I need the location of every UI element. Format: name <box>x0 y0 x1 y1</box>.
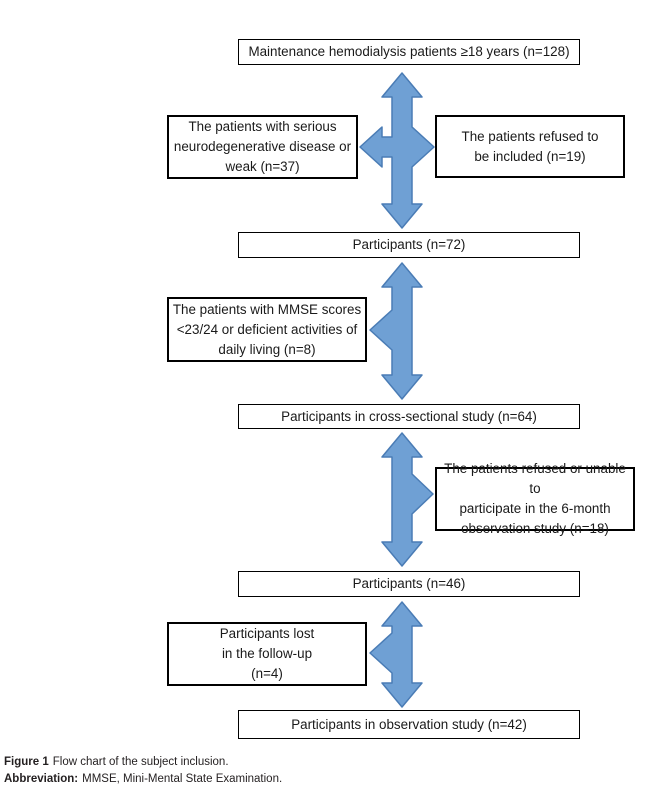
flow-node-refused-inclusion: The patients refused to be included (n=1… <box>435 115 625 178</box>
abbreviation-line: Abbreviation:MMSE, Mini-Mental State Exa… <box>4 771 282 786</box>
flow-node-excluded-mmse: The patients with MMSE scores <23/24 or … <box>167 297 367 362</box>
abbreviation-label: Abbreviation: <box>4 773 79 785</box>
flow-node-lost-followup: Participants lost in the follow-up (n=4) <box>167 622 367 686</box>
flow-node-observation-study: Participants in observation study (n=42) <box>238 710 580 739</box>
abbreviation-text: MMSE, Mini-Mental State Examination. <box>82 773 283 785</box>
up-down-left-arrow-icon <box>369 262 423 400</box>
figure-number-label: Figure 1 <box>4 756 49 768</box>
quad-arrow-icon <box>359 72 435 229</box>
flow-node-eligible-patients: Maintenance hemodialysis patients ≥18 ye… <box>238 39 580 65</box>
caption-text: Flow chart of the subject inclusion. <box>52 756 229 768</box>
flow-node-cross-sectional: Participants in cross-sectional study (n… <box>238 404 580 429</box>
up-down-left-arrow-icon <box>369 601 423 708</box>
flow-node-participants-46: Participants (n=46) <box>238 571 580 597</box>
flow-node-refused-observation: The patients refused or unable to partic… <box>435 461 635 536</box>
flow-node-excluded-neurodegenerative: The patients with serious neurodegenerat… <box>167 115 358 179</box>
up-down-right-arrow-icon <box>381 432 434 567</box>
flow-node-participants-72: Participants (n=72) <box>238 232 580 258</box>
